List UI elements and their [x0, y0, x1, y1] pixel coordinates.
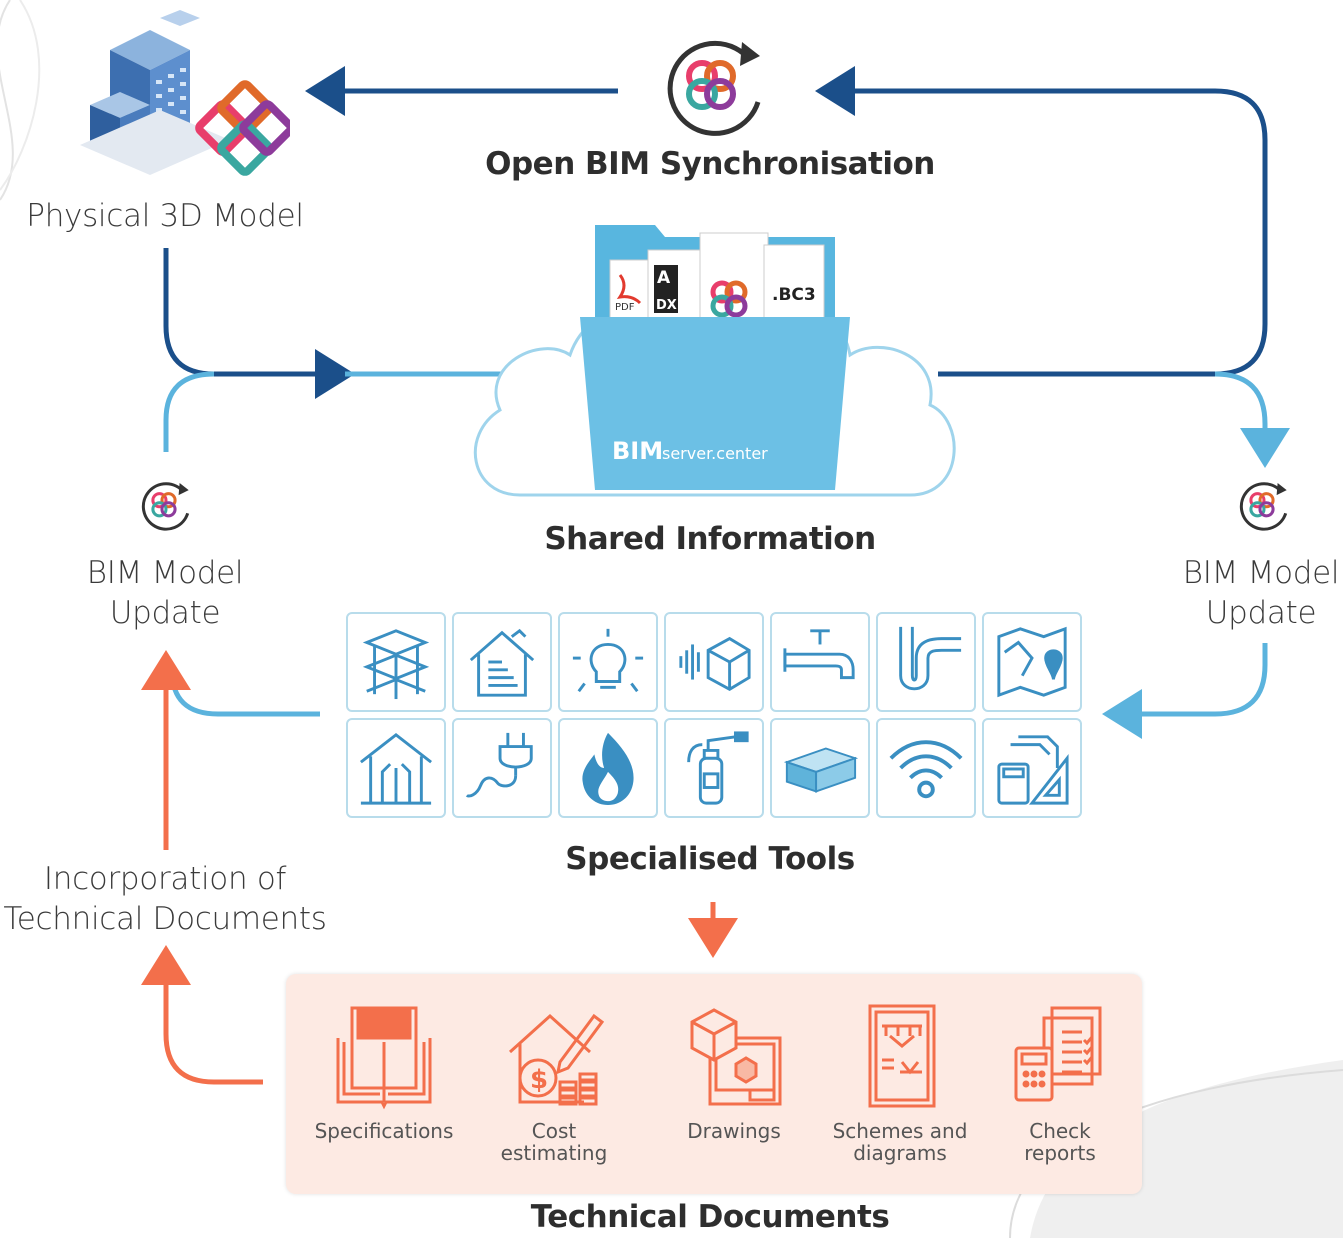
pdf-file-label: PDF [615, 302, 635, 313]
incorporation-label: Incorporation of Technical Documents [3, 861, 327, 937]
tool-tile-acoustics[interactable] [664, 612, 764, 712]
svg-text:A: A [657, 268, 671, 288]
calculator-ruler-icon [997, 735, 1069, 805]
tool-tile-water-supply[interactable] [770, 612, 870, 712]
tool-tile-measurements[interactable] [982, 718, 1082, 818]
tool-tile-urbanism[interactable] [982, 612, 1082, 712]
tool-tile-hvac[interactable] [346, 718, 446, 818]
tool-tile-telecom[interactable] [876, 718, 976, 818]
arrow-update-left [163, 371, 215, 452]
tool-tile-structures[interactable] [346, 612, 446, 712]
plug-icon [465, 732, 533, 798]
tool-tile-sanitation[interactable] [876, 612, 976, 712]
duct-icon [783, 747, 859, 793]
faucet-icon [783, 629, 855, 680]
tool-tile-electricity[interactable] [452, 718, 552, 818]
doc-specifications[interactable]: Specifications [314, 1002, 454, 1142]
svg-text:$: $ [530, 1065, 548, 1095]
structure-icon [362, 629, 430, 700]
doc-drawings[interactable]: Drawings [664, 1002, 804, 1142]
bimserver-brand-light: server.center [662, 444, 768, 463]
tool-tile-fire[interactable] [558, 718, 658, 818]
specialised-tools-label: Specialised Tools [565, 841, 855, 877]
technical-documents-panel: Specifications $ Cost estimating Drawing… [286, 974, 1142, 1194]
bimserver-brand-bold: BIM [612, 437, 663, 465]
pipe-trap-icon [899, 626, 962, 691]
drawing-icon [690, 1008, 782, 1106]
bim-update-right-label: BIM Model Update [1182, 555, 1340, 631]
building-icon [80, 10, 290, 176]
tool-tile-lighting[interactable] [558, 612, 658, 712]
arrow-update-right-to-tools [1102, 643, 1268, 739]
doc-cost-estimating[interactable]: $ Cost estimating [484, 1002, 624, 1164]
house-insulation-icon [469, 628, 535, 697]
arrow-model-to-cloud [163, 248, 355, 399]
cost-house-icon: $ [508, 1013, 604, 1106]
bim-update-left-label: BIM Model Update [86, 555, 244, 631]
shared-information-label: Shared Information [544, 521, 876, 557]
sync-label: Open BIM Synchronisation [485, 146, 935, 182]
physical-model-label: Physical 3D Model [26, 198, 304, 234]
wifi-icon [889, 740, 963, 799]
lightbulb-icon [572, 628, 644, 693]
tool-tile-fire-safety[interactable] [664, 718, 764, 818]
sync-icon-left [141, 482, 190, 531]
acoustic-icon [679, 636, 751, 691]
bc3-file-label: .BC3 [772, 285, 816, 305]
map-pin-icon [997, 626, 1067, 698]
arrow-docs-to-incorporation [141, 945, 263, 1085]
arrow-tools-to-update-left [169, 669, 320, 717]
arrow-cloud-to-sync [815, 66, 1268, 377]
technical-documents-label: Technical Documents [530, 1199, 890, 1235]
cloud-folder-illustration: PDF A DXF .BC3 BIM server.center [473, 225, 956, 497]
extinguisher-icon [687, 731, 749, 805]
fire-icon [582, 732, 634, 806]
book-icon [336, 1006, 432, 1110]
dxf-file-label: DXF [656, 298, 686, 313]
doc-check-reports[interactable]: Check reports [990, 1002, 1130, 1164]
doc-schemes-diagrams[interactable]: Schemes and diagrams [830, 1002, 970, 1164]
scheme-icon [868, 1004, 936, 1108]
report-icon [1014, 1006, 1102, 1102]
arrow-cloud-to-update-right [1214, 371, 1290, 468]
tool-tile-ducts[interactable] [770, 718, 870, 818]
hvac-house-icon [360, 732, 432, 805]
sync-icon [667, 40, 761, 136]
sync-icon-right [1239, 482, 1288, 531]
tool-tile-insulation[interactable] [452, 612, 552, 712]
